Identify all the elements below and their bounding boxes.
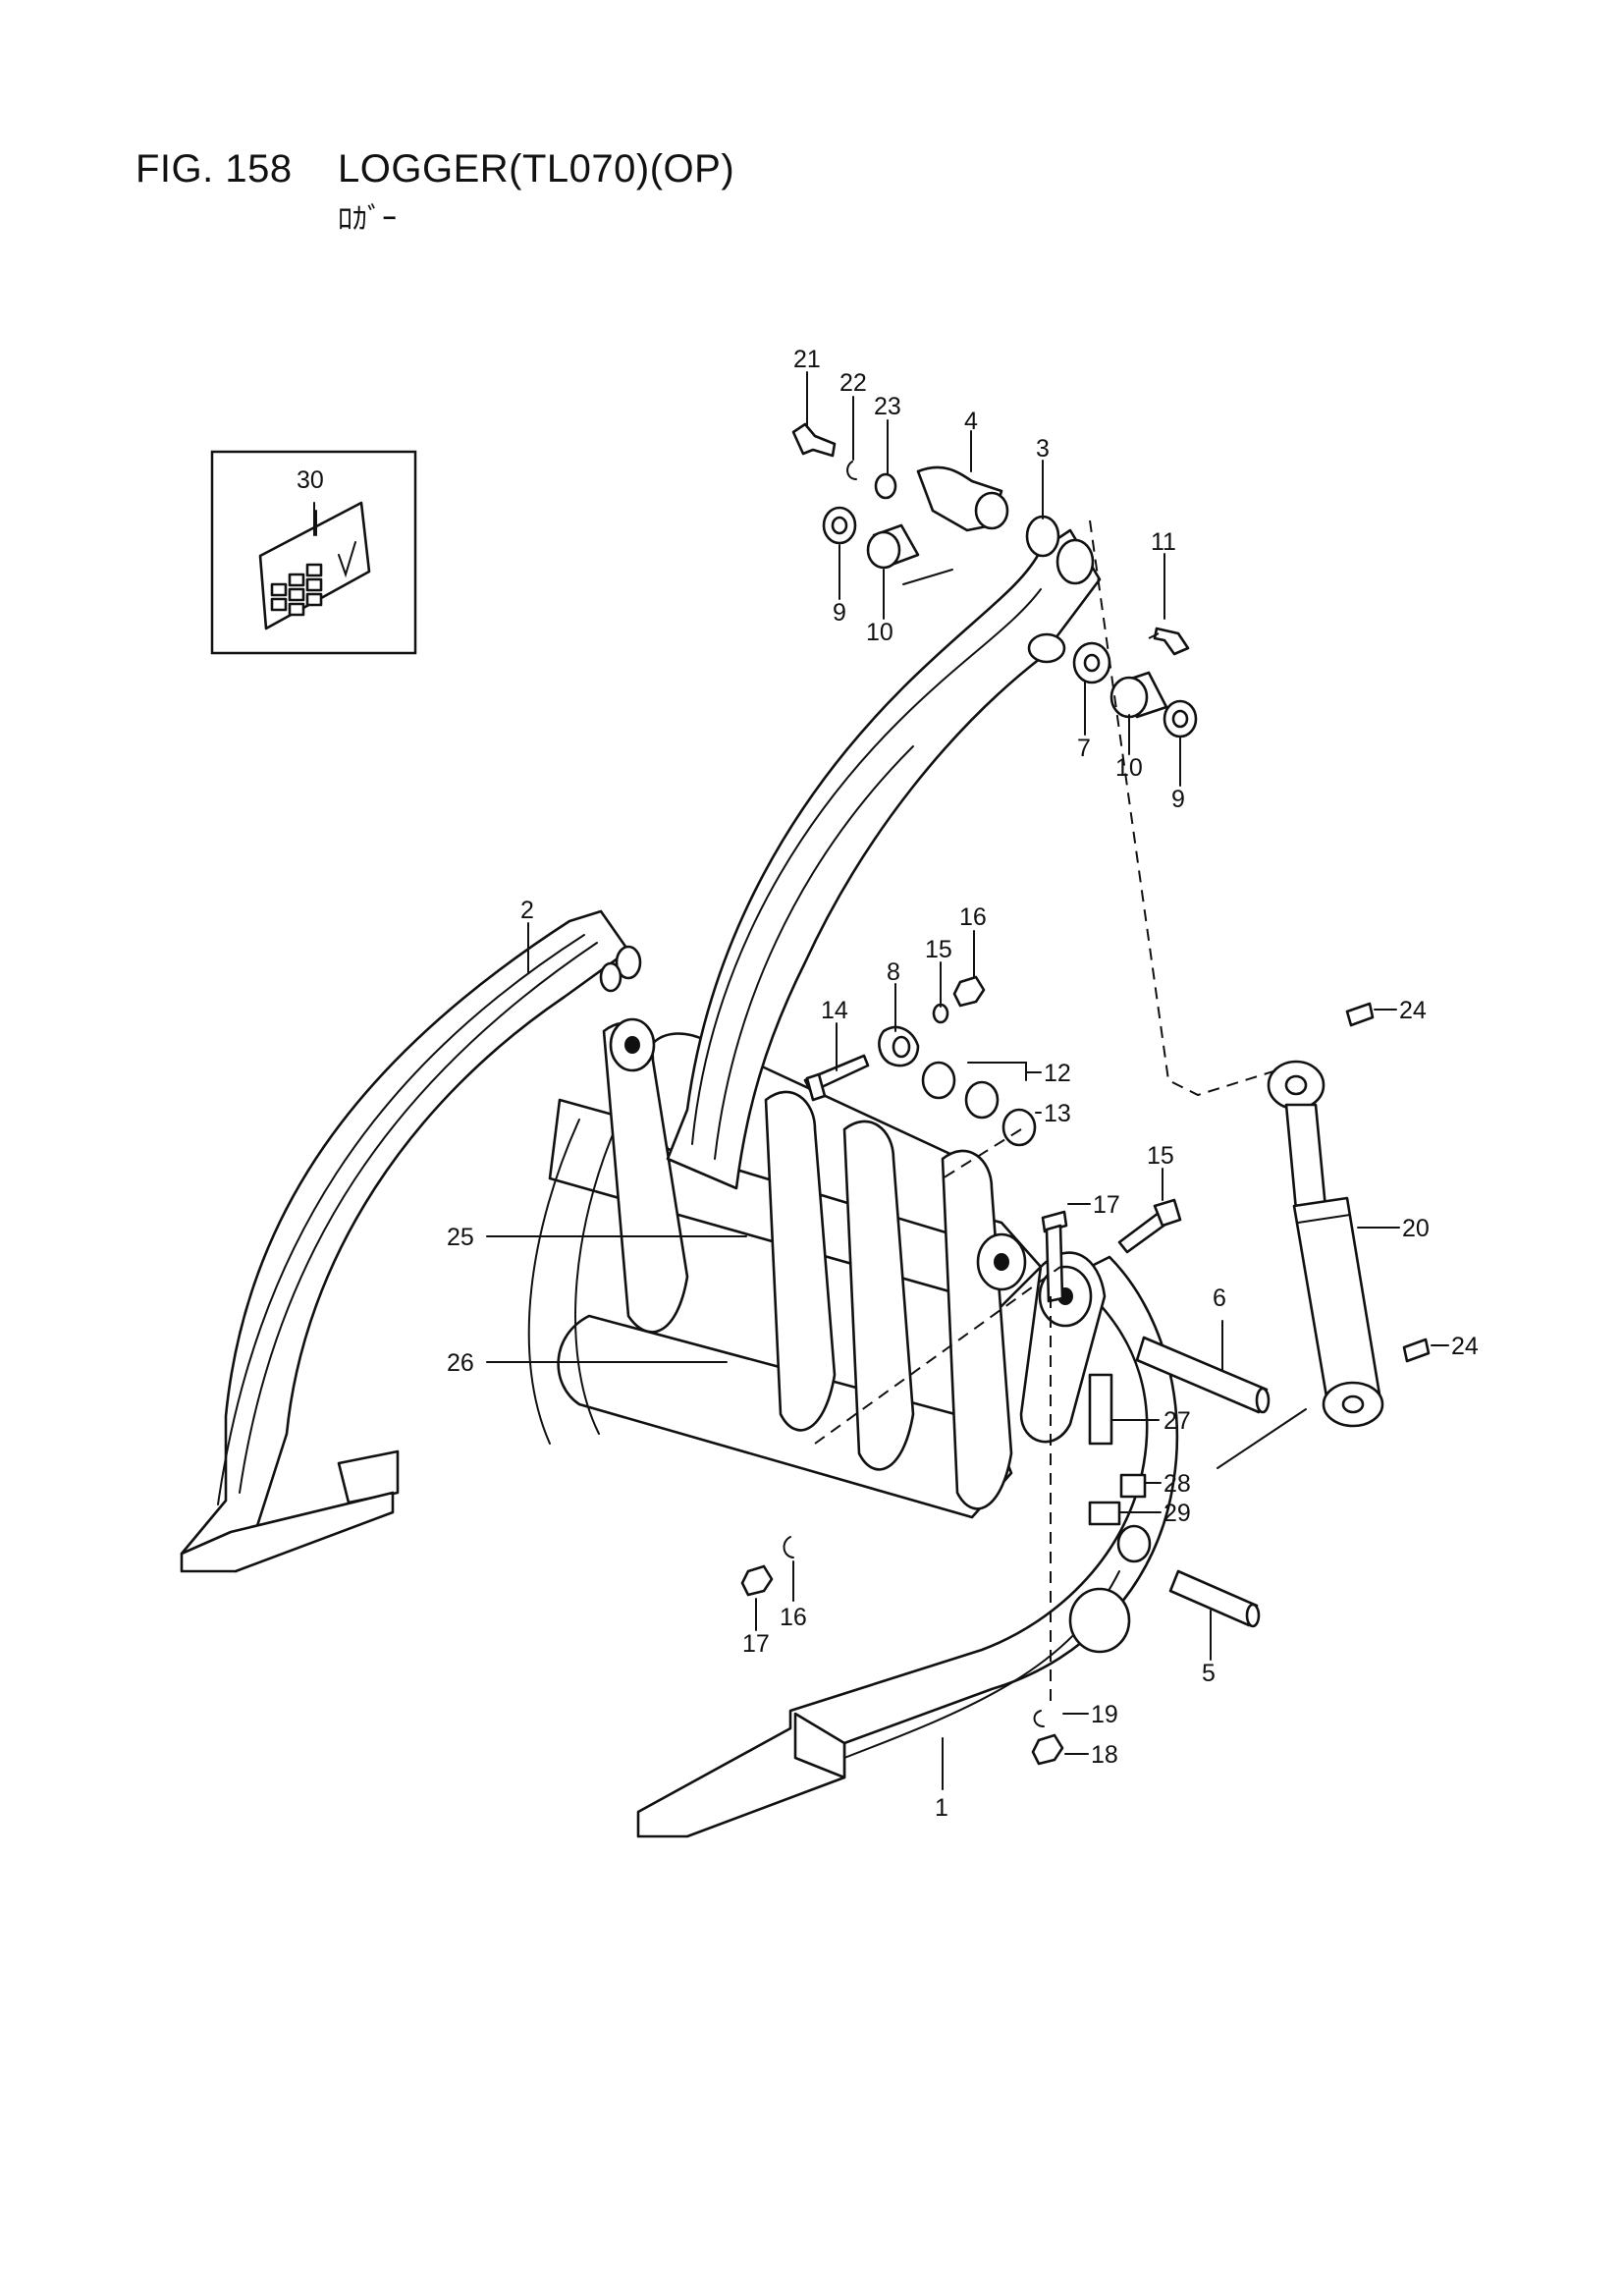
callout-24-top: 24 xyxy=(1399,997,1427,1024)
callout-21: 21 xyxy=(793,346,821,373)
grease-fitting-24-top xyxy=(1345,1002,1375,1027)
callout-12: 12 xyxy=(1044,1060,1071,1087)
leader-lines xyxy=(313,371,1449,1790)
callout-18: 18 xyxy=(1091,1741,1118,1769)
figure-subtitle: ﾛｶﾞｰ xyxy=(338,202,397,237)
hardware-middle xyxy=(803,975,1182,1303)
callout-23: 23 xyxy=(874,393,901,420)
callout-15-bottom: 16 xyxy=(780,1604,807,1631)
callout-10-top-right: 10 xyxy=(1115,754,1143,782)
callout-28: 28 xyxy=(1163,1470,1191,1498)
callout-labels: 21 22 23 4 3 30 9 10 11 7 10 9 2 16 15 8… xyxy=(297,346,1479,1822)
callout-24-bottom: 24 xyxy=(1451,1333,1479,1360)
callout-10-top-left: 10 xyxy=(866,619,893,646)
decals-on-arm xyxy=(1088,1373,1147,1526)
callout-1: 1 xyxy=(935,1794,948,1822)
decal-inset xyxy=(210,450,417,655)
callout-27: 27 xyxy=(1163,1407,1191,1435)
pin-5 xyxy=(1168,1569,1261,1628)
callout-29: 29 xyxy=(1163,1500,1191,1527)
cylinder-20 xyxy=(1267,1060,1384,1428)
callout-6: 6 xyxy=(1213,1285,1226,1312)
callout-9-top-left: 9 xyxy=(833,599,846,627)
logger-frame xyxy=(527,1017,1043,1519)
callout-4: 4 xyxy=(964,408,978,435)
callout-9-top-right: 9 xyxy=(1171,786,1185,813)
callout-22: 22 xyxy=(839,369,867,397)
callout-13: 13 xyxy=(1044,1100,1071,1127)
callout-26: 26 xyxy=(447,1349,474,1377)
fork-arm-left xyxy=(180,909,642,1573)
figure-number: FIG. 158 xyxy=(135,147,293,191)
callout-16-bottom: 17 xyxy=(742,1630,770,1658)
callout-19: 19 xyxy=(1091,1701,1118,1728)
callout-25: 25 xyxy=(447,1224,474,1251)
pin-6 xyxy=(1135,1336,1271,1414)
hardware-lower xyxy=(740,1536,1064,1766)
grease-fitting-24-bottom xyxy=(1402,1338,1431,1363)
callout-11: 11 xyxy=(1151,528,1176,556)
callout-3: 3 xyxy=(1036,435,1050,463)
callout-20: 20 xyxy=(1402,1215,1430,1242)
grease-fitting-11 xyxy=(1153,627,1190,656)
assembly-lines xyxy=(814,519,1307,1709)
callout-5: 5 xyxy=(1202,1660,1216,1687)
callout-7: 7 xyxy=(1077,735,1091,762)
upper-arm xyxy=(666,515,1102,1190)
callout-8: 8 xyxy=(887,958,900,986)
callout-16-top: 16 xyxy=(959,903,987,931)
callout-30: 30 xyxy=(297,466,324,494)
callout-17: 17 xyxy=(1093,1191,1120,1219)
callout-2: 2 xyxy=(520,897,534,924)
callout-15-top: 15 xyxy=(925,936,952,963)
callout-14-left: 14 xyxy=(821,997,848,1024)
callout-14-right: 15 xyxy=(1147,1142,1174,1170)
figure-title: LOGGER(TL070)(OP) xyxy=(338,147,735,191)
